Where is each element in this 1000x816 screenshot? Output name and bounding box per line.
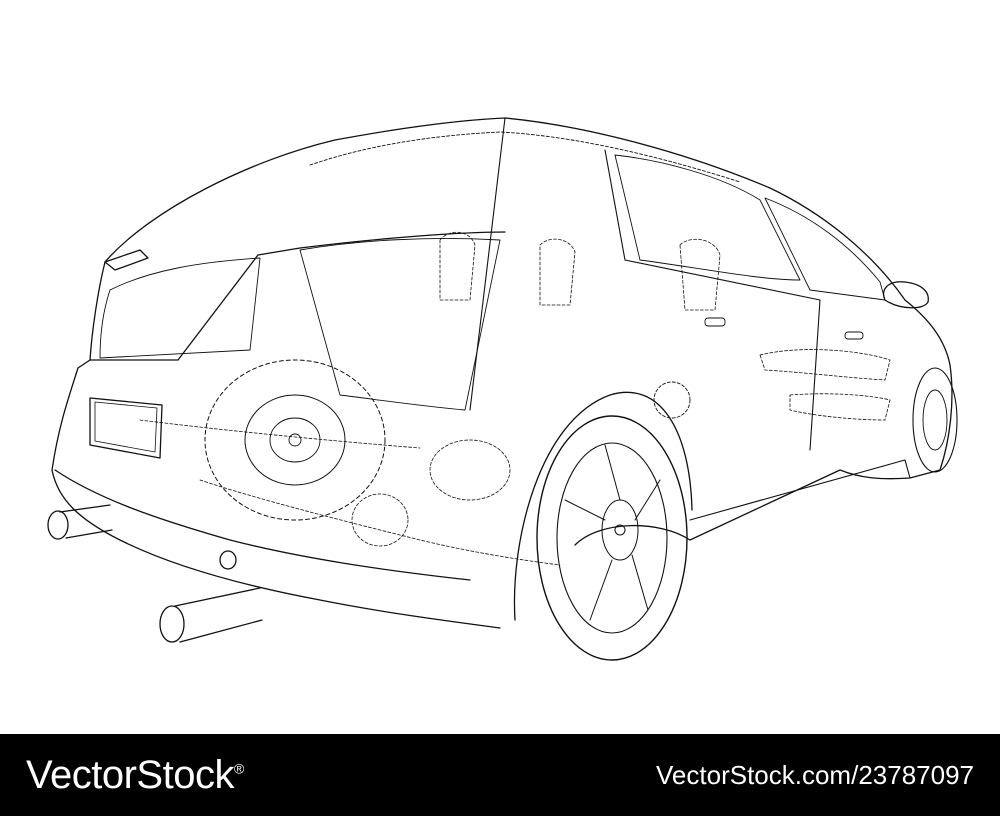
brake-light — [104, 249, 149, 271]
front-wheel-right — [912, 367, 958, 473]
registered-mark: ® — [233, 760, 244, 777]
interior-seat-3 — [679, 238, 721, 311]
exhaust-right — [159, 605, 185, 643]
interior-seat-1 — [439, 231, 476, 301]
rear-wheel — [204, 359, 386, 521]
side-sill — [689, 459, 911, 521]
rear-hatch — [89, 231, 506, 361]
license-plate — [89, 397, 163, 459]
image-id-text: VectorStock.com/23787097 — [656, 759, 974, 790]
roof-outline — [104, 117, 953, 546]
brand-name: VectorStock — [26, 752, 234, 797]
rear-window — [99, 257, 261, 359]
rear-wheel-right — [536, 415, 688, 661]
rear-body — [51, 359, 501, 629]
wheel-arch — [513, 391, 693, 621]
side-window-front — [614, 154, 801, 281]
vectorstock-logo: VectorStock® — [26, 753, 244, 798]
roof-rail — [309, 131, 741, 183]
exhaust-left — [47, 510, 69, 540]
rear-bumper — [54, 469, 471, 581]
side-mirror — [882, 281, 929, 309]
car-wireframe-illustration — [47, 117, 958, 661]
car-wireframe-drawing — [47, 117, 958, 661]
side-window-rear — [299, 238, 501, 411]
windshield — [764, 197, 886, 301]
interior-seat-2 — [539, 238, 576, 306]
stock-footer-bar: VectorStock® VectorStock.com/23787097 — [0, 734, 1000, 816]
